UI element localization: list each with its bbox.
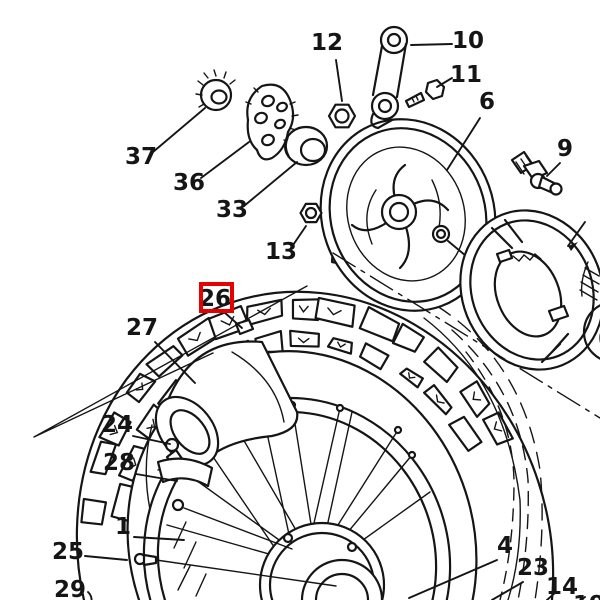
part-label-6[interactable]: 6	[479, 89, 495, 115]
sprocket-plate-part-36	[245, 83, 299, 161]
part-label-28[interactable]: 28	[103, 450, 135, 476]
part-label-25[interactable]: 25	[52, 539, 84, 565]
hub-brake-drum	[258, 521, 386, 600]
tread-block	[289, 329, 320, 348]
gear-part-37	[195, 69, 236, 112]
part-label-4[interactable]: 4	[497, 533, 513, 559]
leader-lines	[84, 43, 586, 600]
brake-shoes	[459, 209, 600, 371]
tread-groove	[188, 331, 201, 342]
spring	[579, 261, 600, 360]
tread-groove	[472, 391, 482, 401]
tread-groove	[109, 424, 119, 436]
tread-groove	[135, 382, 144, 391]
part-label-29[interactable]: 29	[54, 577, 86, 600]
part-label-33[interactable]: 33	[216, 197, 248, 223]
part-label-19[interactable]: 19	[573, 592, 600, 600]
part-label-26[interactable]: 26	[199, 286, 231, 312]
part-labels: 12 10 11 6 9 37 36 33 13 26 27 24 28 1 2…	[52, 28, 600, 600]
tread-block	[314, 296, 356, 328]
part-label-24[interactable]: 24	[101, 412, 133, 438]
part-label-1[interactable]: 1	[115, 514, 131, 540]
tread-groove	[493, 421, 503, 432]
tread-groove	[408, 372, 416, 379]
tread-groove	[297, 337, 310, 344]
part-label-11[interactable]: 11	[450, 62, 482, 88]
tread-groove	[146, 418, 156, 429]
part-label-23[interactable]: 23	[517, 555, 549, 581]
tread-groove	[337, 341, 346, 349]
tread-block	[448, 415, 483, 452]
tread-block	[80, 497, 108, 526]
tread-block	[98, 411, 132, 447]
tread-groove	[128, 457, 137, 470]
part-label-10[interactable]: 10	[452, 28, 484, 54]
part-label-14[interactable]: 14	[546, 574, 578, 600]
tread-block	[359, 342, 390, 371]
bolt-part-11	[404, 78, 446, 109]
tread-block	[423, 346, 459, 384]
highlight-box	[199, 282, 234, 313]
nut-part-12	[327, 103, 357, 129]
nut-part-13	[299, 202, 323, 224]
torque-link-part-10	[370, 25, 409, 130]
axle-centerline	[332, 252, 600, 419]
part-label-12[interactable]: 12	[311, 30, 343, 56]
collar-part-33	[283, 125, 329, 167]
rim-and-spokes	[142, 396, 452, 600]
part-label-36[interactable]: 36	[173, 170, 205, 196]
tread-block	[391, 322, 425, 353]
part-label-9[interactable]: 9	[557, 136, 573, 162]
brake-plate-part-6	[319, 118, 497, 312]
part-label-13[interactable]: 13	[265, 239, 297, 265]
tread-groove	[327, 307, 342, 316]
tread-groove	[298, 305, 309, 313]
part-label-27[interactable]: 27	[126, 315, 158, 341]
spoke-part-25	[133, 498, 337, 587]
tread-groove	[435, 394, 445, 404]
projection-lines	[33, 285, 308, 438]
part-label-37[interactable]: 37	[125, 144, 157, 170]
adjuster-bolt-part-9	[510, 150, 563, 196]
